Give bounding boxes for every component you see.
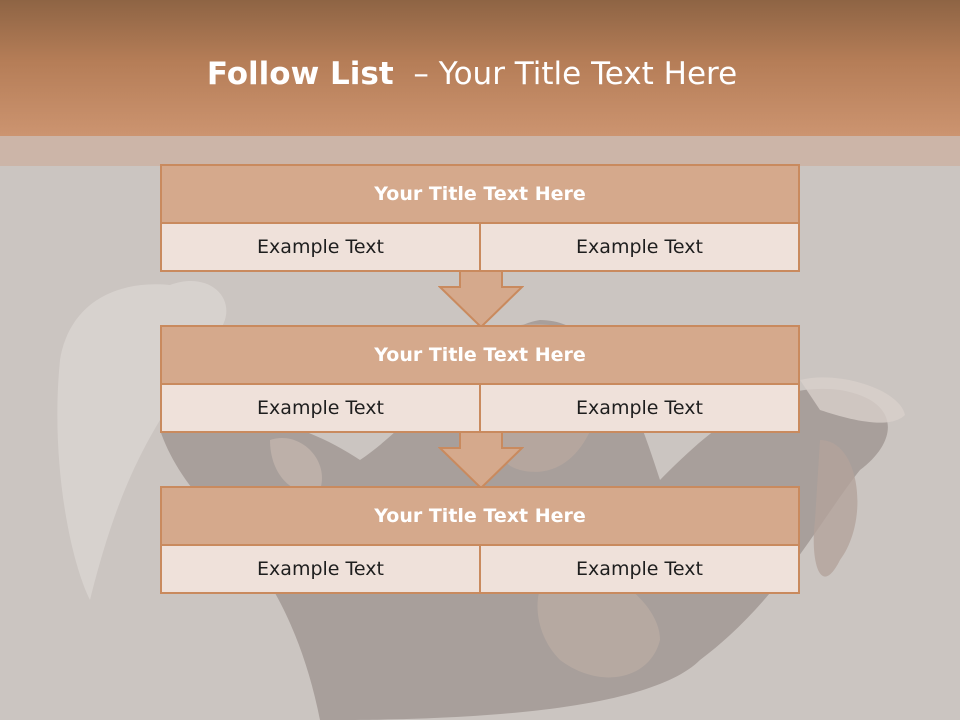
step-row: Example Text Example Text	[162, 224, 798, 270]
step-cell-left: Example Text	[162, 224, 479, 270]
step-box-3: Your Title Text Here Example Text Exampl…	[160, 486, 800, 594]
down-arrow-icon	[438, 432, 524, 490]
header-band	[0, 0, 960, 136]
step-box-1: Your Title Text Here Example Text Exampl…	[160, 164, 800, 272]
step-title: Your Title Text Here	[162, 166, 798, 224]
step-row: Example Text Example Text	[162, 546, 798, 592]
step-title: Your Title Text Here	[162, 327, 798, 385]
step-title: Your Title Text Here	[162, 488, 798, 546]
slide-title: Follow List – Your Title Text Here	[0, 56, 944, 92]
step-row: Example Text Example Text	[162, 385, 798, 431]
step-cell-right: Example Text	[479, 224, 798, 270]
step-cell-left: Example Text	[162, 385, 479, 431]
slide-title-rest: – Your Title Text Here	[413, 56, 738, 92]
header-sub-band	[0, 136, 960, 166]
slide-title-bold: Follow List	[206, 56, 394, 92]
down-arrow-icon	[438, 271, 524, 329]
step-box-2: Your Title Text Here Example Text Exampl…	[160, 325, 800, 433]
step-cell-left: Example Text	[162, 546, 479, 592]
step-cell-right: Example Text	[479, 546, 798, 592]
step-cell-right: Example Text	[479, 385, 798, 431]
